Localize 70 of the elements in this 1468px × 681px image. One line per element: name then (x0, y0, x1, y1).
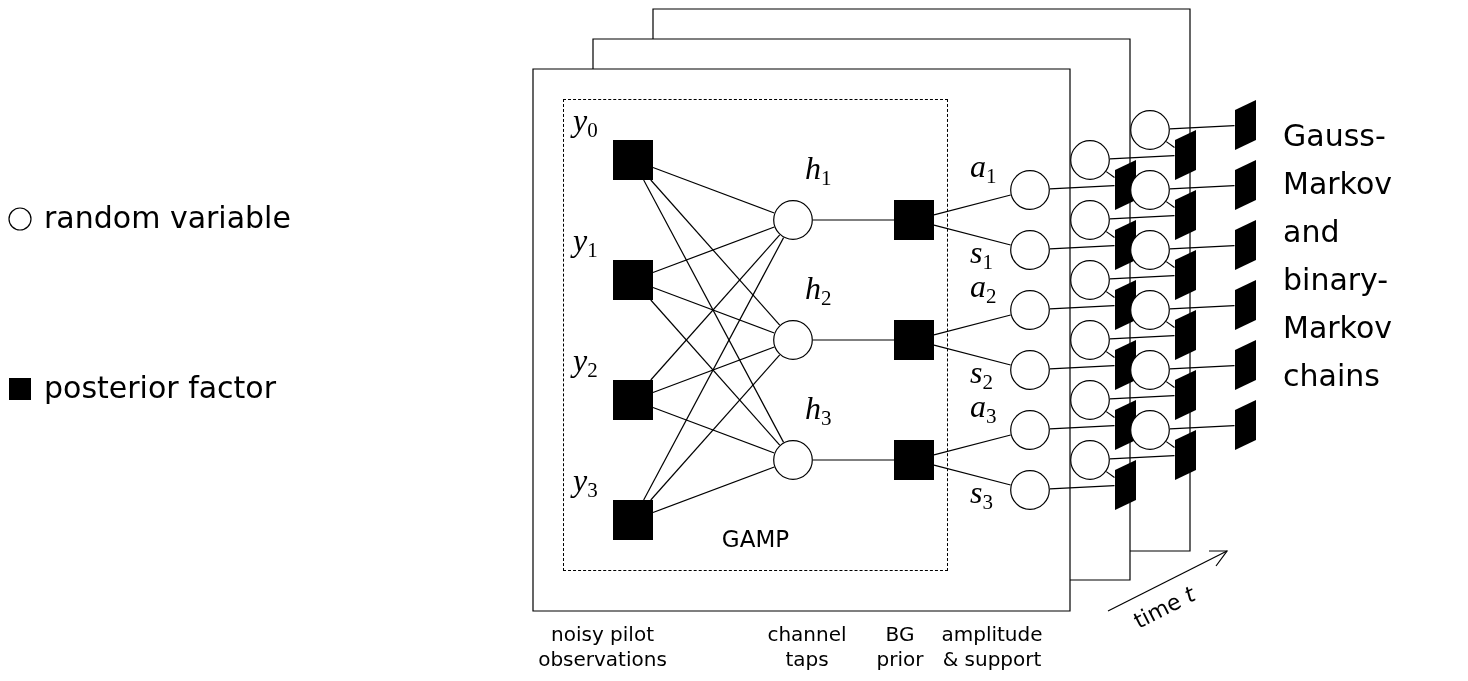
connector-line (1109, 394, 1176, 400)
variable-label: h$_{2}$ (805, 272, 832, 309)
variable-label: a$_{3}$ (970, 390, 997, 427)
caption-text: BG prior (875, 622, 925, 672)
connector-line (1105, 171, 1116, 179)
connector-line (1169, 184, 1236, 190)
connector-line (652, 406, 775, 454)
connector-line (933, 224, 1012, 246)
connector-line (1049, 304, 1116, 310)
connector-line (1169, 424, 1236, 430)
connector-line (643, 237, 785, 501)
connector-line (1049, 424, 1116, 430)
connector-line (1049, 484, 1116, 490)
connector-line (650, 234, 781, 381)
connector-line (1109, 154, 1176, 160)
connector-line (1105, 351, 1116, 359)
legend-label: random variable (44, 200, 291, 235)
connector-line (933, 464, 1012, 486)
group-label: GAMP (720, 526, 791, 552)
connector-line (933, 194, 1012, 216)
connector-line (1105, 231, 1116, 239)
connector-line (1105, 411, 1116, 419)
connector-line (652, 466, 775, 514)
connector-line (650, 179, 781, 326)
variable-label: h$_{3}$ (805, 392, 832, 429)
connector-line (652, 346, 775, 394)
legend-label: posterior factor (44, 370, 277, 405)
connector-line (933, 314, 1012, 336)
connector-line (812, 219, 895, 221)
connector-line (1109, 214, 1176, 220)
connector-line (1165, 261, 1176, 269)
variable-label: h$_{1}$ (805, 152, 832, 189)
connector-line (650, 299, 781, 446)
connector-line (1165, 201, 1176, 209)
connector-line (1105, 471, 1116, 479)
connector-line (812, 339, 895, 341)
connector-line (1169, 244, 1236, 250)
variable-label: s$_{1}$ (970, 236, 993, 273)
variable-label: s$_{2}$ (970, 356, 993, 393)
connector-line (1169, 304, 1236, 310)
connector-line (1049, 364, 1116, 370)
connector-line (652, 286, 775, 334)
connector-line (1169, 124, 1236, 130)
connector-line (1165, 141, 1176, 149)
connector-line (1105, 291, 1116, 299)
variable-label: a$_{1}$ (970, 150, 997, 187)
caption-text: amplitude & support (940, 622, 1044, 672)
connector-line (933, 344, 1012, 366)
variable-label: s$_{3}$ (970, 476, 993, 513)
connector-line (1109, 274, 1176, 280)
connector-line (643, 179, 785, 443)
connector-line (1165, 321, 1176, 329)
caption-text: Gauss-Markov and binary-Markov chains (1283, 117, 1393, 395)
connector-line (652, 226, 775, 274)
connector-line (1109, 454, 1176, 460)
connector-line (1169, 364, 1236, 370)
dashed-group-box (563, 99, 948, 571)
axis-label: time t (1130, 582, 1200, 634)
caption-text: channel taps (766, 622, 848, 672)
connector-line (812, 459, 895, 461)
connector-line (933, 434, 1012, 456)
caption-text: noisy pilot observations (537, 622, 668, 672)
connector-line (1049, 184, 1116, 190)
connector-line (1109, 334, 1176, 340)
connector-line (650, 354, 781, 501)
variable-label: a$_{2}$ (970, 270, 997, 307)
connector-line (1165, 441, 1176, 449)
connector-line (1049, 244, 1116, 250)
connector-line (652, 166, 775, 214)
connector-line (1165, 381, 1176, 389)
